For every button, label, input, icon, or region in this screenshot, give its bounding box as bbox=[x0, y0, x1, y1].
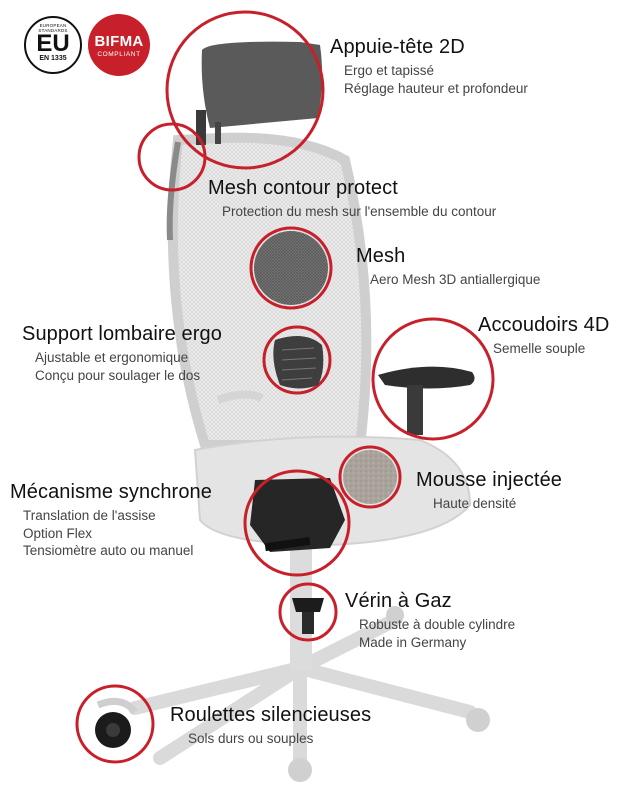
feature-gas-lift: Vérin à Gaz Robuste à double cylindre Ma… bbox=[345, 590, 516, 650]
feature-lumbar-support: Support lombaire ergo Ajustable et ergon… bbox=[22, 323, 222, 383]
feature-synchro-mechanism: Mécanisme synchrone Translation de l'ass… bbox=[10, 481, 212, 559]
feature-injected-foam: Mousse injectée Haute densité bbox=[416, 469, 563, 511]
bifma-compliant-badge: BIFMA COMPLIANT bbox=[88, 14, 150, 76]
eu-en1335-badge: EUROPEAN STANDARDS EU EN 1335 bbox=[24, 16, 82, 74]
feature-mesh: Mesh Aero Mesh 3D antiallergique bbox=[356, 245, 541, 287]
feature-headrest: Appuie-tête 2D Ergo et tapissé Réglage h… bbox=[330, 36, 528, 96]
feature-armrests: Accoudoirs 4D Semelle souple bbox=[478, 314, 610, 356]
feature-silent-casters: Roulettes silencieuses Sols durs ou soup… bbox=[170, 704, 372, 746]
feature-mesh-contour: Mesh contour protect Protection du mesh … bbox=[208, 177, 497, 219]
chair-base bbox=[128, 613, 477, 779]
